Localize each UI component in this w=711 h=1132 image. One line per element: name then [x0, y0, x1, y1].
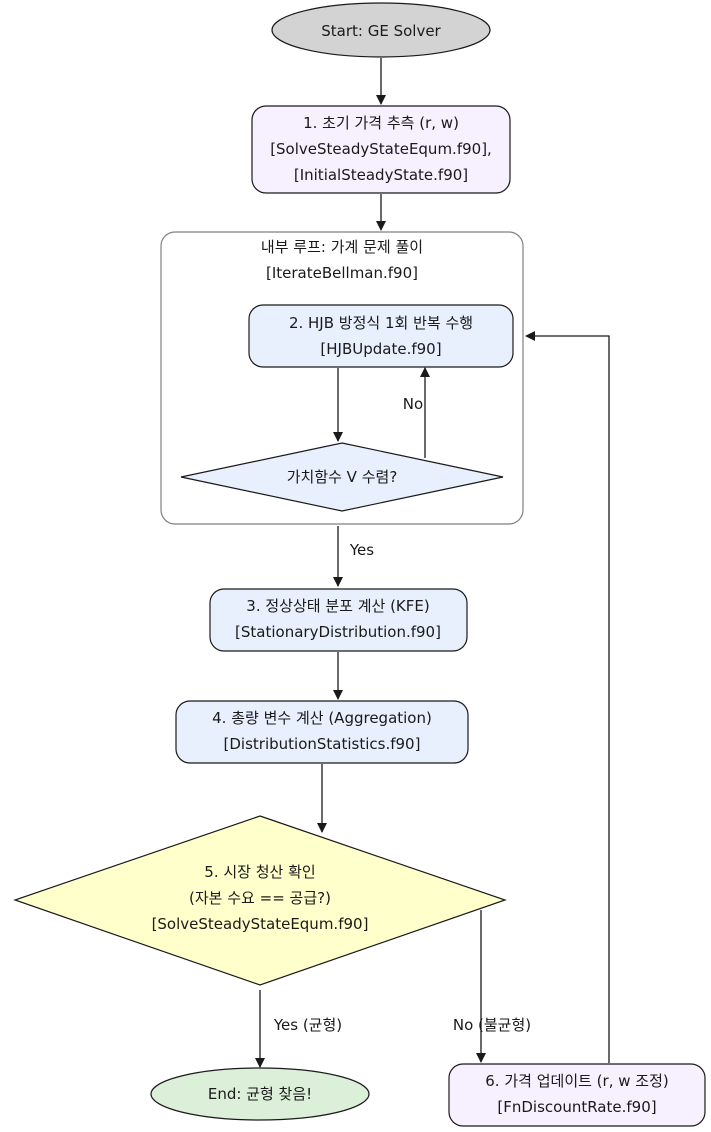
- end-node: End: 균형 찾음!: [150, 1067, 370, 1121]
- initial-price-file-1: [SolveSteadyStateEqum.f90],: [270, 140, 492, 158]
- initial-price-file-2: [InitialSteadyState.f90]: [294, 166, 468, 184]
- hjb-update-file: [HJBUpdate.f90]: [320, 340, 441, 358]
- market-clearing-decision: 5. 시장 청산 확인 (자본 수요 == 공급?) [SolveSteadyS…: [13, 815, 507, 986]
- end-label: End: 균형 찾음!: [208, 1085, 312, 1103]
- market-clearing-diamond: [13, 815, 507, 986]
- aggregation-title: 4. 총량 변수 계산 (Aggregation): [212, 709, 432, 727]
- edge-label-yes-equilibrium: Yes (균형): [273, 1016, 342, 1034]
- edge-update-to-hjb: [525, 331, 610, 1063]
- edges: No Yes Yes (균형) No (불균형): [255, 58, 610, 1068]
- price-update-node: 6. 가격 업데이트 (r, w 조정) [FnDiscountRate.f90…: [448, 1063, 706, 1127]
- hjb-update-title: 2. HJB 방정식 1회 반복 수행: [289, 314, 473, 332]
- value-converged-label: 가치함수 V 수렴?: [287, 468, 398, 486]
- initial-price-title: 1. 초기 가격 추측 (r, w): [303, 114, 459, 132]
- stationary-dist-title: 3. 정상상태 분포 계산 (KFE): [246, 597, 429, 615]
- start-label: Start: GE Solver: [321, 22, 441, 40]
- market-clearing-title: 5. 시장 청산 확인: [204, 863, 315, 881]
- edge-label-no-disequilibrium: No (불균형): [453, 1016, 531, 1034]
- price-update-file: [FnDiscountRate.f90]: [497, 1098, 656, 1116]
- inner-loop-title: 내부 루프: 가계 문제 풀이: [261, 238, 423, 256]
- initial-price-box: [251, 105, 511, 194]
- value-converged-decision: 가치함수 V 수렴?: [180, 442, 504, 512]
- hjb-update-box: [248, 304, 514, 368]
- hjb-update-node: 2. HJB 방정식 1회 반복 수행 [HJBUpdate.f90]: [248, 304, 514, 368]
- stationary-dist-file: [StationaryDistribution.f90]: [235, 623, 441, 641]
- start-node: Start: GE Solver: [271, 2, 491, 58]
- aggregation-box: [175, 700, 469, 764]
- market-clearing-file: [SolveSteadyStateEqum.f90]: [152, 915, 369, 933]
- edge-label-yes: Yes: [349, 541, 374, 559]
- start-ellipse: [271, 2, 491, 58]
- initial-price-node: 1. 초기 가격 추측 (r, w) [SolveSteadyStateEqum…: [251, 105, 511, 194]
- stationary-dist-node: 3. 정상상태 분포 계산 (KFE) [StationaryDistribut…: [209, 588, 468, 652]
- edge-label-no: No: [403, 395, 423, 413]
- price-update-box: [448, 1063, 706, 1127]
- aggregation-node: 4. 총량 변수 계산 (Aggregation) [DistributionS…: [175, 700, 469, 764]
- inner-loop-file: [IterateBellman.f90]: [266, 264, 418, 282]
- value-converged-diamond: [180, 442, 504, 512]
- price-update-title: 6. 가격 업데이트 (r, w 조정): [485, 1072, 668, 1090]
- aggregation-file: [DistributionStatistics.f90]: [224, 735, 421, 753]
- end-ellipse: [150, 1067, 370, 1121]
- stationary-dist-box: [209, 588, 468, 652]
- market-clearing-condition: (자본 수요 == 공급?): [189, 889, 331, 907]
